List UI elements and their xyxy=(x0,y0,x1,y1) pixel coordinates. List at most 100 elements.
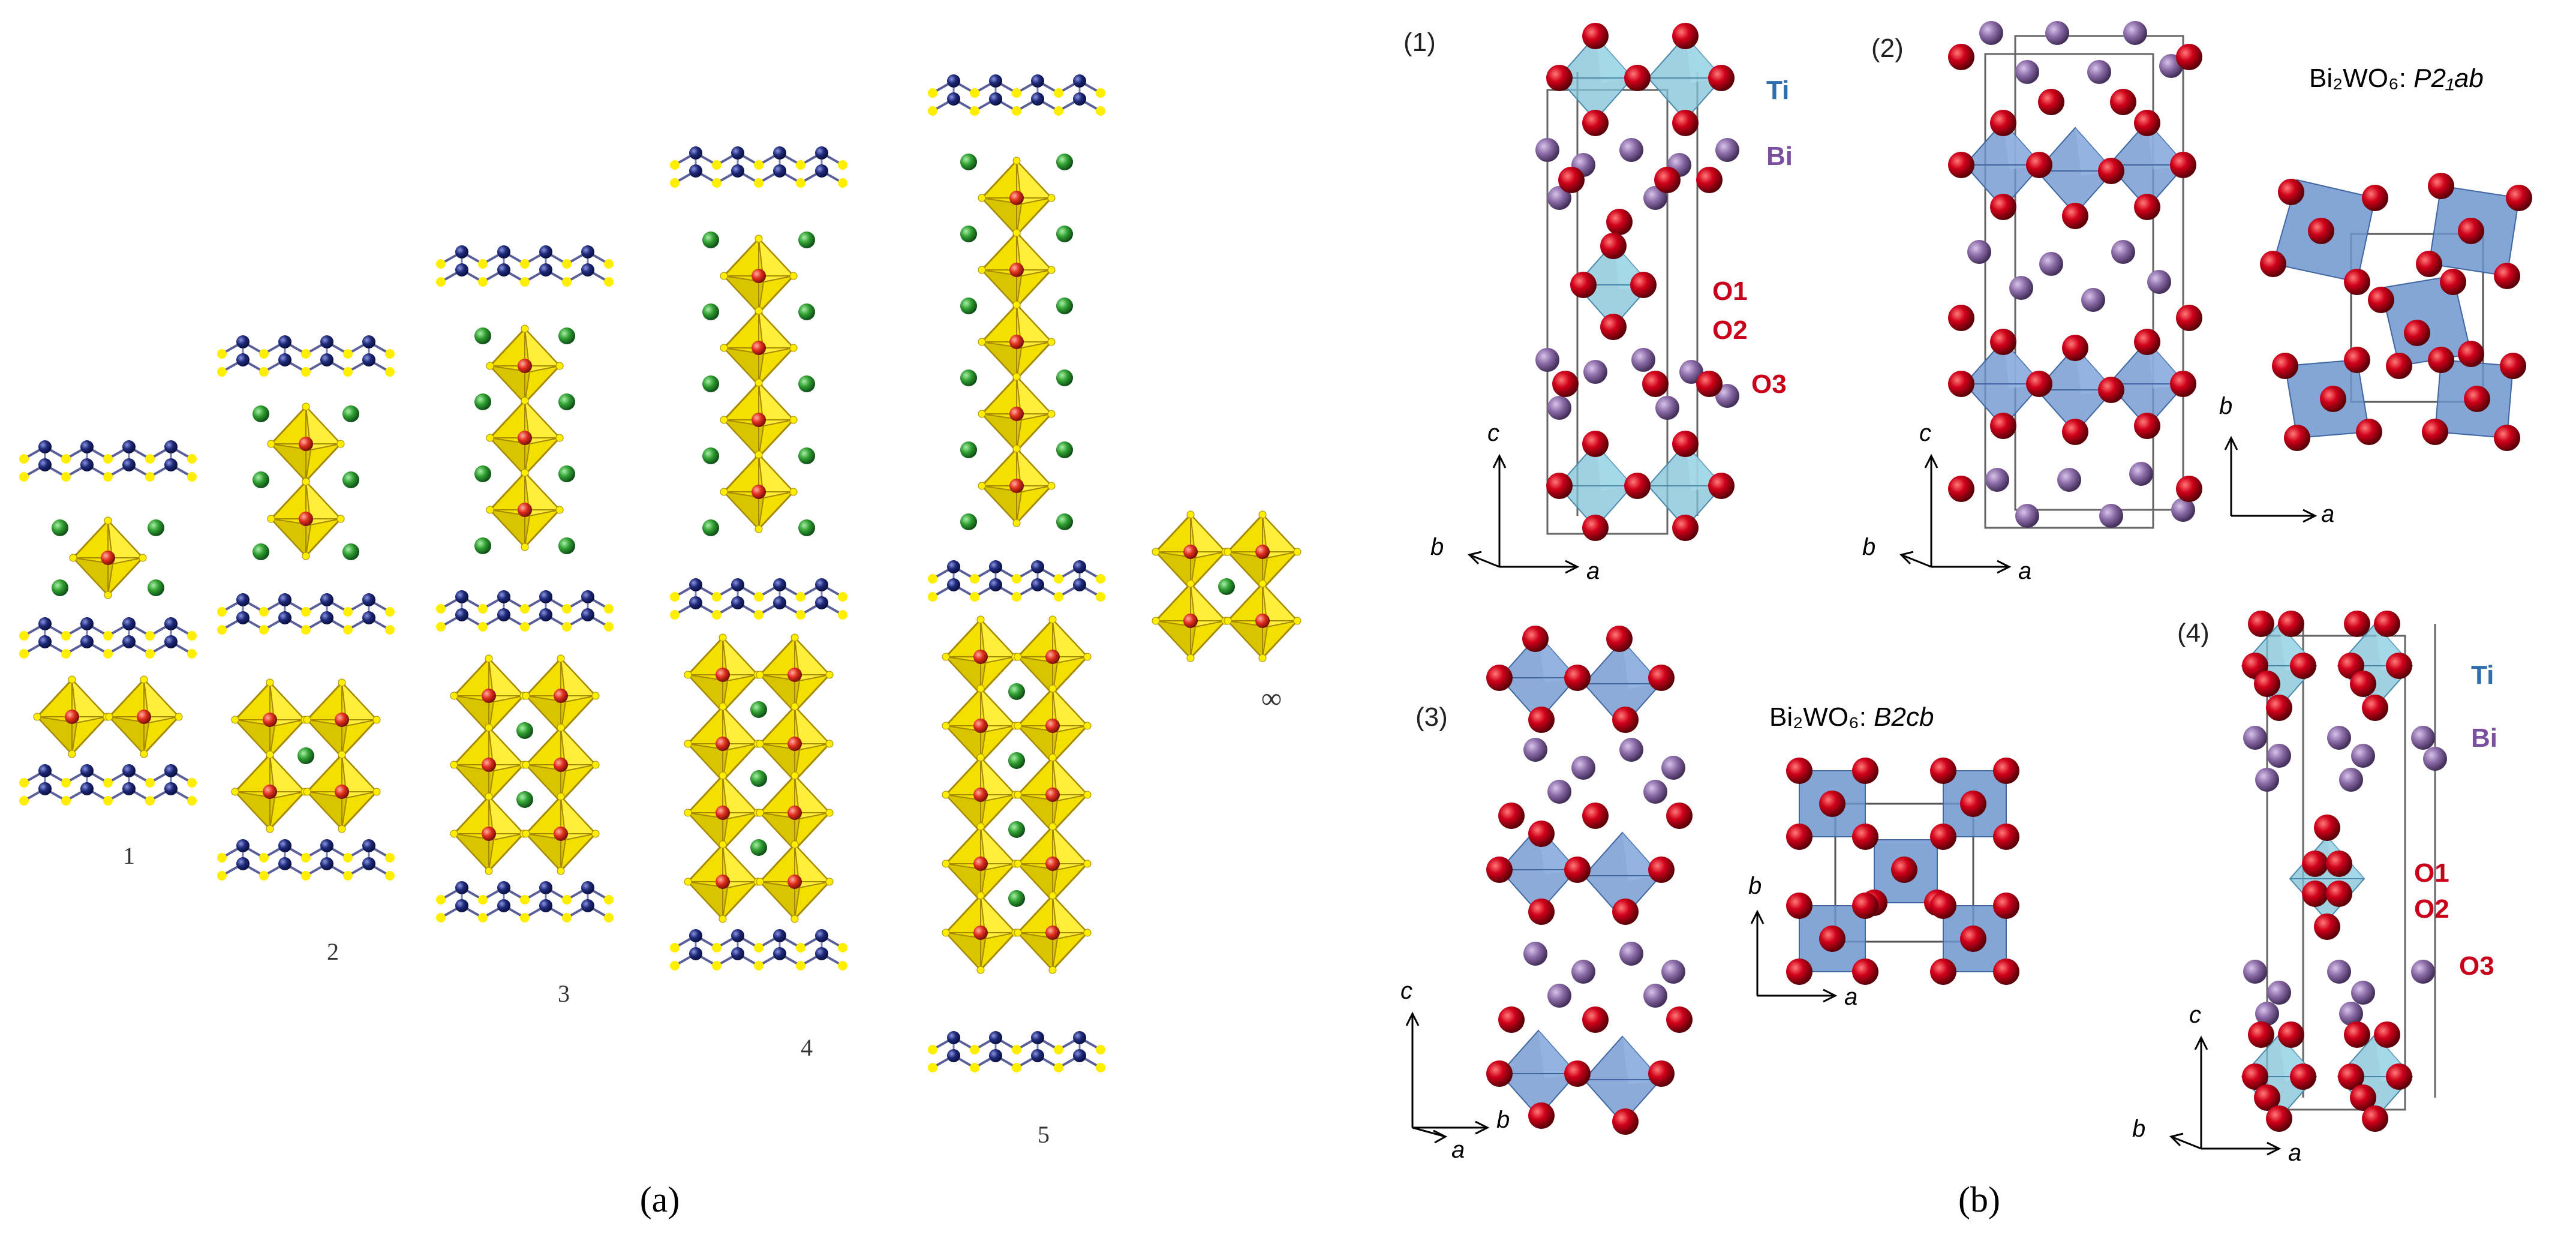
octahedron xyxy=(302,750,381,834)
axes-triad xyxy=(2169,1035,2282,1156)
octahedron xyxy=(485,324,564,408)
a-site-atom xyxy=(1056,441,1073,458)
a-site-atom xyxy=(558,465,575,482)
bi2o2-layer xyxy=(435,589,615,633)
a-site-atom xyxy=(702,232,719,248)
axis-label-b: b xyxy=(1862,534,1875,560)
axes-ba xyxy=(1750,909,1838,1003)
label-o1: O1 xyxy=(1712,277,1748,306)
bi2o2-layer xyxy=(18,763,198,807)
a-site-atom xyxy=(1008,683,1025,700)
structure-label-4: 4 xyxy=(801,1034,813,1061)
bi2o2-layer xyxy=(216,334,396,378)
a-site-atom xyxy=(702,304,719,320)
a-site-atom xyxy=(474,537,491,554)
a-site-atom xyxy=(798,232,815,248)
octahedron xyxy=(719,306,798,390)
bi2o2-layer xyxy=(669,577,849,621)
a-site-atom xyxy=(516,722,533,739)
octahedron xyxy=(230,750,309,834)
p21ab-projection xyxy=(2260,173,2532,451)
structure-n1 xyxy=(18,439,198,807)
label-bi: Bi xyxy=(2471,723,2497,753)
bi2o2-layer xyxy=(927,1030,1107,1074)
o-atoms-group xyxy=(1546,23,1735,541)
a-site-atom xyxy=(148,519,164,536)
a-site-atom xyxy=(702,375,719,392)
structure-label-1: 1 xyxy=(123,842,135,869)
a-site-atom xyxy=(474,465,491,482)
structure-infinity xyxy=(1151,510,1302,663)
bi2o2-layer xyxy=(216,592,396,636)
bi2o2-layer xyxy=(18,439,198,483)
a-site-atom xyxy=(1056,369,1073,386)
octahedron xyxy=(977,156,1056,240)
structure-label-5: 5 xyxy=(1038,1121,1050,1148)
a-site-atom xyxy=(1056,298,1073,314)
bi2o2-layer xyxy=(435,244,615,288)
structure-label-2: 2 xyxy=(327,938,339,965)
axes-ba xyxy=(2224,435,2318,523)
a-site-atom xyxy=(750,770,767,787)
a-site-atom xyxy=(297,747,314,764)
label-o2: O2 xyxy=(2414,894,2449,924)
panel-a-caption: (a) xyxy=(640,1180,680,1219)
octahedron xyxy=(719,378,798,462)
axis-label-c: c xyxy=(2189,1002,2201,1028)
axes-triad xyxy=(1405,1011,1490,1144)
panel-b-caption: (b) xyxy=(1958,1180,2000,1219)
axis-label-c: c xyxy=(1919,420,1931,446)
a-site-atom xyxy=(52,519,68,536)
a-site-atom xyxy=(960,441,977,458)
axis-label-b: b xyxy=(1430,534,1444,560)
octahedron xyxy=(230,678,309,762)
a-site-atom xyxy=(342,405,359,422)
structure-n4 xyxy=(669,145,849,972)
a-site-atom xyxy=(798,519,815,536)
bi-atoms-group xyxy=(1967,21,2195,528)
axis-label-a: a xyxy=(2288,1140,2301,1166)
panel-b: (1) xyxy=(1400,21,2532,1219)
subpanel-2: (2) xyxy=(1862,21,2532,584)
a-site-atom xyxy=(1056,226,1073,242)
a-site-atom xyxy=(253,543,269,560)
axis-label-a: a xyxy=(2018,558,2031,584)
a-site-atom xyxy=(474,327,491,344)
bi2o2-layer xyxy=(216,838,396,882)
subpanel-3: (3) xyxy=(1400,626,2019,1163)
octahedron xyxy=(104,675,184,759)
axes-triad xyxy=(1468,453,1580,574)
label-bi: Bi xyxy=(1766,142,1793,171)
b2cb-projection xyxy=(1786,758,2019,985)
a-site-atom xyxy=(1008,752,1025,769)
octahedron xyxy=(977,372,1056,456)
ti-octahedron xyxy=(2289,836,2365,921)
label-o3: O3 xyxy=(1751,369,1787,399)
structure-n5 xyxy=(927,73,1107,1074)
axis-label-b: b xyxy=(2219,393,2232,419)
a-site-atom xyxy=(52,579,68,596)
axis-label-a: a xyxy=(1451,1137,1465,1163)
axis-label-c: c xyxy=(1487,420,1499,446)
axis-label-c: c xyxy=(1400,978,1412,1004)
structure-label-infinity: ∞ xyxy=(1261,683,1282,714)
octahedron xyxy=(719,450,798,534)
octahedron xyxy=(449,792,528,876)
octahedron xyxy=(1151,579,1230,663)
a-site-atom xyxy=(558,327,575,344)
label-ti: Ti xyxy=(2471,660,2494,690)
octahedron xyxy=(977,444,1056,528)
structure-n2 xyxy=(216,334,396,882)
subpanel-label-3: (3) xyxy=(1415,702,1448,732)
octahedron xyxy=(1223,579,1302,663)
a-site-atom xyxy=(474,393,491,410)
octahedron xyxy=(1013,891,1092,975)
octahedron xyxy=(68,516,148,600)
label-o3: O3 xyxy=(2459,951,2494,981)
bi2wo6-b2cb-title: Bi₂WO₆: B2cb xyxy=(1769,702,1934,732)
octahedron xyxy=(302,678,381,762)
a-site-atom xyxy=(702,519,719,536)
a-site-atom xyxy=(1008,890,1025,907)
structure-n3 xyxy=(435,244,615,924)
bi2o2-layer xyxy=(669,928,849,972)
